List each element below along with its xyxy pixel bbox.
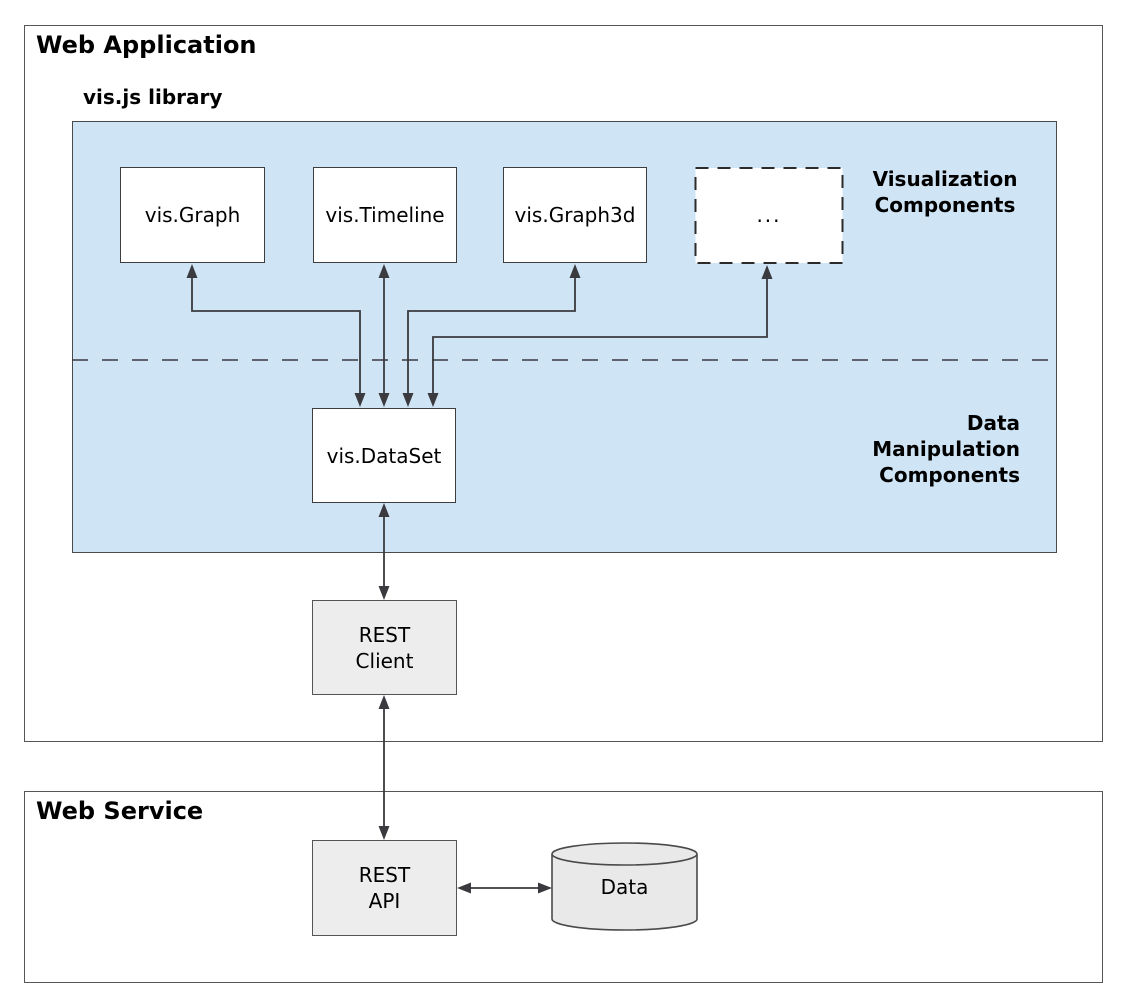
data-store-label: Data <box>600 875 649 899</box>
rest-client-label-line2: Client <box>355 648 414 673</box>
visualization-components-label-line2: Components <box>874 193 1016 217</box>
rest-api-label-line1: REST <box>358 863 411 887</box>
rest-client-label-line1: REST <box>358 622 411 647</box>
rest-api-label-line2: API <box>368 889 401 913</box>
rest-api-box: REST API <box>312 840 457 936</box>
more-components-box: ... <box>756 203 782 227</box>
visualization-components-label: Visualization Components <box>845 166 1045 218</box>
vis-graph3d-box: vis.Graph3d <box>503 167 647 263</box>
rest-client-box: REST Client <box>312 600 457 695</box>
web-application-title: Web Application <box>36 31 257 59</box>
vis-graph-box: vis.Graph <box>120 167 265 263</box>
visualization-components-label-line1: Visualization <box>872 167 1018 191</box>
web-service-title: Web Service <box>36 797 204 825</box>
data-manipulation-label-line1: Data <box>966 411 1020 435</box>
vis-js-library-title: vis.js library <box>83 85 223 109</box>
vis-dataset-box: vis.DataSet <box>312 408 456 503</box>
data-manipulation-components-label: Data Manipulation Components <box>820 410 1020 488</box>
data-manipulation-label-line3: Components <box>879 463 1020 487</box>
data-manipulation-label-line2: Manipulation <box>872 437 1020 461</box>
vis-timeline-box: vis.Timeline <box>313 167 457 263</box>
